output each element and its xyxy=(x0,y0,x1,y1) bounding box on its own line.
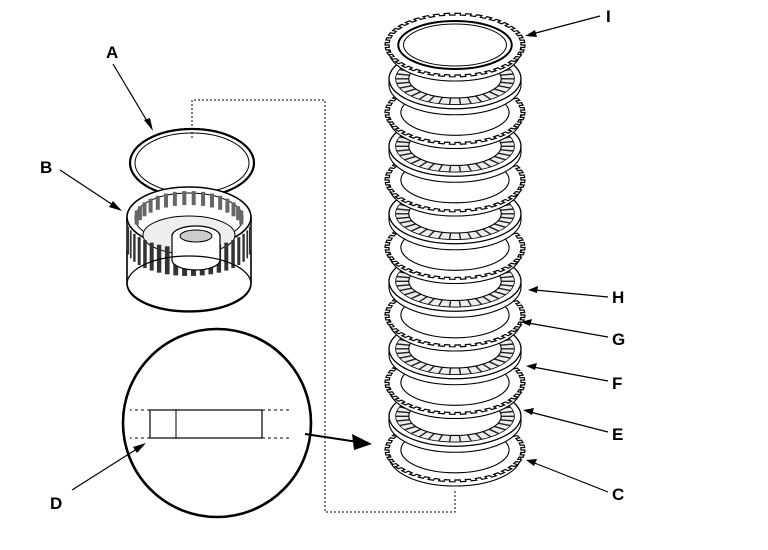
drum-slot xyxy=(237,237,241,266)
drum-slot xyxy=(191,191,196,206)
drum-slot xyxy=(250,222,252,251)
drum-slot xyxy=(142,202,147,217)
callout-g: G xyxy=(612,330,625,349)
callout-a: A xyxy=(106,43,118,62)
callout-leaders xyxy=(59,15,609,493)
callout-f: F xyxy=(612,374,622,393)
drum-slot xyxy=(248,226,251,255)
drum-slot xyxy=(218,195,223,210)
drum-slot xyxy=(242,233,245,262)
drum-slot xyxy=(225,198,230,213)
drum-slot xyxy=(133,233,136,262)
callout-h: H xyxy=(612,288,624,307)
drum-slot xyxy=(239,210,244,225)
drum-slot xyxy=(129,230,132,259)
callout-d: D xyxy=(50,494,62,513)
clutch-drum xyxy=(126,186,252,313)
drum-slot xyxy=(134,210,139,225)
drum-slot xyxy=(148,198,153,213)
drum-slot xyxy=(126,222,128,251)
drum-slot xyxy=(246,230,249,259)
detail-pointer-arrow xyxy=(304,433,372,450)
drum-slot xyxy=(149,242,154,271)
assembly-guide-line xyxy=(191,99,456,513)
drum-slot xyxy=(210,193,214,208)
clutch-plate-stack xyxy=(384,12,526,487)
drum-slot xyxy=(127,226,130,255)
detail-magnifier xyxy=(121,327,313,519)
drum-slot xyxy=(172,191,177,206)
drum-slot xyxy=(155,195,160,210)
pressure-plate xyxy=(384,12,526,82)
drum-slot xyxy=(143,240,147,268)
drum-slot xyxy=(182,191,187,206)
drum-slot xyxy=(164,193,168,208)
drum-slot xyxy=(231,202,236,217)
drum-slot xyxy=(231,240,235,268)
drum-slot xyxy=(137,206,142,221)
drum-slot xyxy=(224,242,229,271)
callout-c: C xyxy=(612,485,624,504)
drum-slot xyxy=(236,206,241,221)
drum-slot xyxy=(164,246,170,275)
callout-b: B xyxy=(40,158,52,177)
callout-i: I xyxy=(606,7,611,26)
drum-slot xyxy=(137,237,141,266)
drum-slot xyxy=(201,191,206,206)
drum-slot xyxy=(156,244,162,273)
callout-e: E xyxy=(612,425,623,444)
